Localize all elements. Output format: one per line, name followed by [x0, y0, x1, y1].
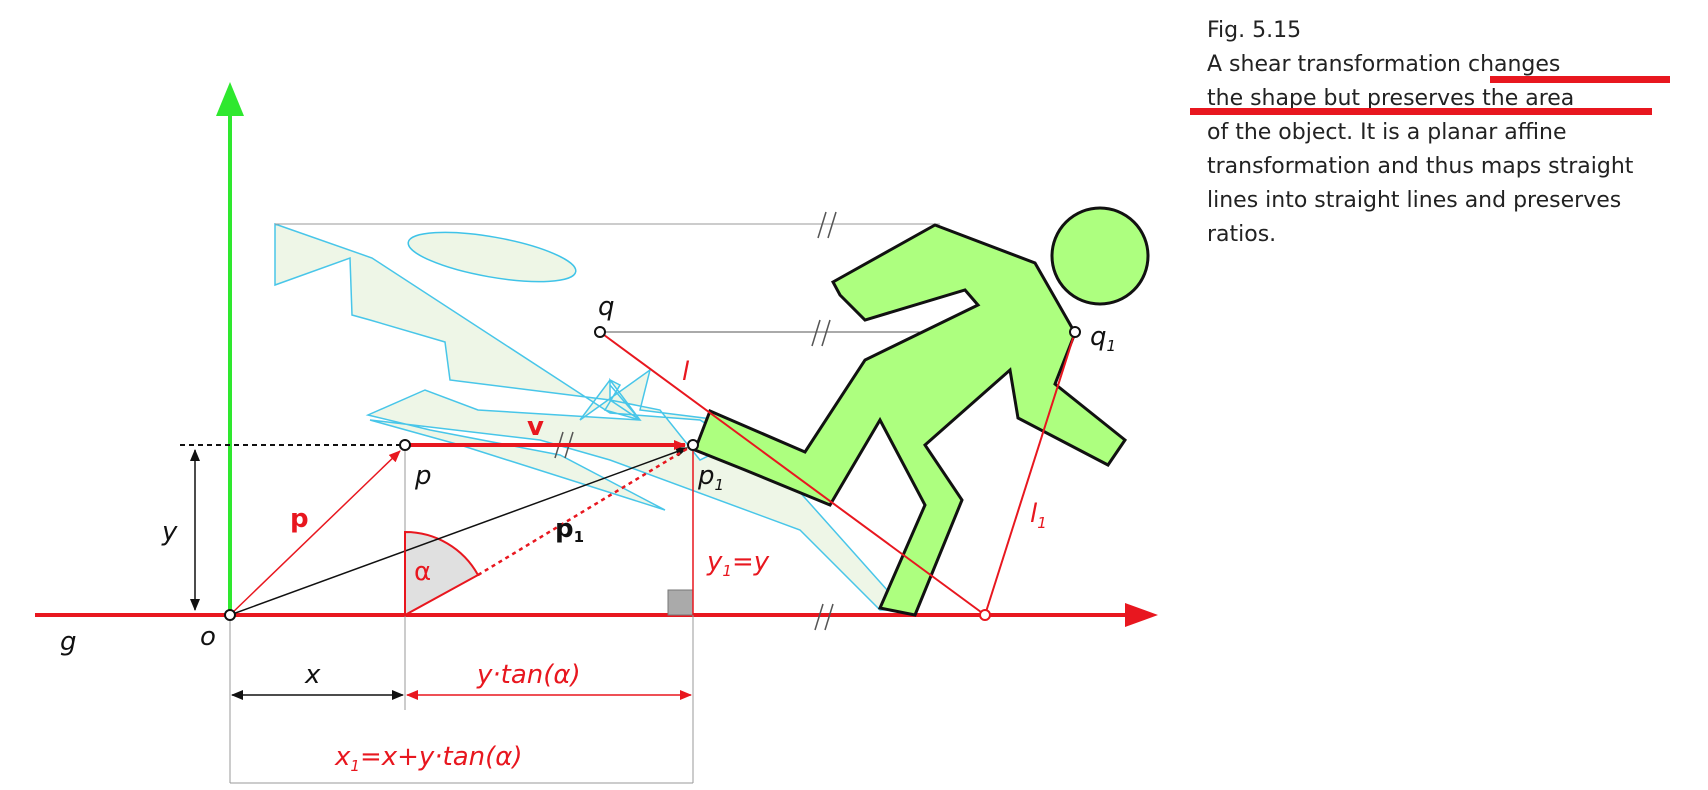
- label-p-vector: p: [290, 504, 309, 534]
- points: [224, 326, 1081, 621]
- label-ytan-alpha: y·tan(α): [476, 660, 581, 690]
- label-p1-vector: p1: [555, 514, 584, 546]
- line-g-arrowhead: [1125, 603, 1158, 627]
- label-v: v: [527, 412, 544, 442]
- figure-caption: Fig. 5.15 A shear transformation changes…: [1207, 14, 1707, 252]
- original-figure-ghost: [274, 222, 907, 611]
- point-o: [224, 609, 236, 621]
- label-p1: p1: [697, 461, 724, 494]
- label-o: o: [200, 622, 216, 652]
- label-y1-equals-y: y1=y: [706, 547, 770, 580]
- label-l: l: [682, 357, 690, 387]
- label-x1-formula: x1=x+y·tan(α): [334, 742, 523, 775]
- label-q: q: [598, 292, 615, 322]
- sheared-head: [1050, 206, 1150, 306]
- parallel-marks: [554, 211, 837, 631]
- sheared-figure: [693, 206, 1150, 617]
- caption-line-6: ratios.: [1207, 222, 1277, 247]
- right-angle-marker: [667, 589, 694, 616]
- caption-line-2: the shape but preserves the area: [1207, 86, 1575, 111]
- point-q: [594, 326, 606, 338]
- label-p: p: [414, 461, 432, 491]
- label-q1: q1: [1090, 322, 1116, 355]
- line-l: [599, 331, 986, 616]
- line-l1: [984, 331, 1076, 616]
- label-y: y: [161, 517, 178, 547]
- caption-line-3: of the object. It is a planar affine: [1207, 120, 1567, 145]
- caption-underline-marks: [1190, 76, 1670, 115]
- alpha-angle-sector: [404, 530, 480, 617]
- label-alpha: α: [414, 557, 431, 587]
- point-p1: [687, 439, 699, 451]
- caption-line-1: A shear transformation changes: [1207, 52, 1561, 77]
- sheared-body: [693, 223, 1128, 617]
- caption-fig-number: Fig. 5.15: [1207, 18, 1302, 43]
- point-q1: [1069, 326, 1081, 338]
- point-p: [399, 439, 411, 451]
- point-g-intersection: [979, 609, 991, 621]
- label-g: g: [60, 627, 77, 657]
- label-x: x: [304, 660, 321, 690]
- ghost-head: [407, 231, 577, 283]
- vector-p1: [229, 447, 688, 616]
- caption-line-4: transformation and thus maps straight: [1207, 154, 1634, 179]
- shear-diagram: g o y x p p p1 p1 v α y1=y y·tan(α) x1=x…: [35, 82, 1158, 784]
- vector-p: [229, 450, 401, 616]
- label-l1: l1: [1030, 499, 1047, 532]
- caption-line-5: lines into straight lines and preserves: [1207, 188, 1622, 213]
- alpha-direction-dotted: [477, 445, 691, 577]
- ghost-body: [274, 222, 907, 611]
- y-axis-arrowhead: [216, 82, 244, 116]
